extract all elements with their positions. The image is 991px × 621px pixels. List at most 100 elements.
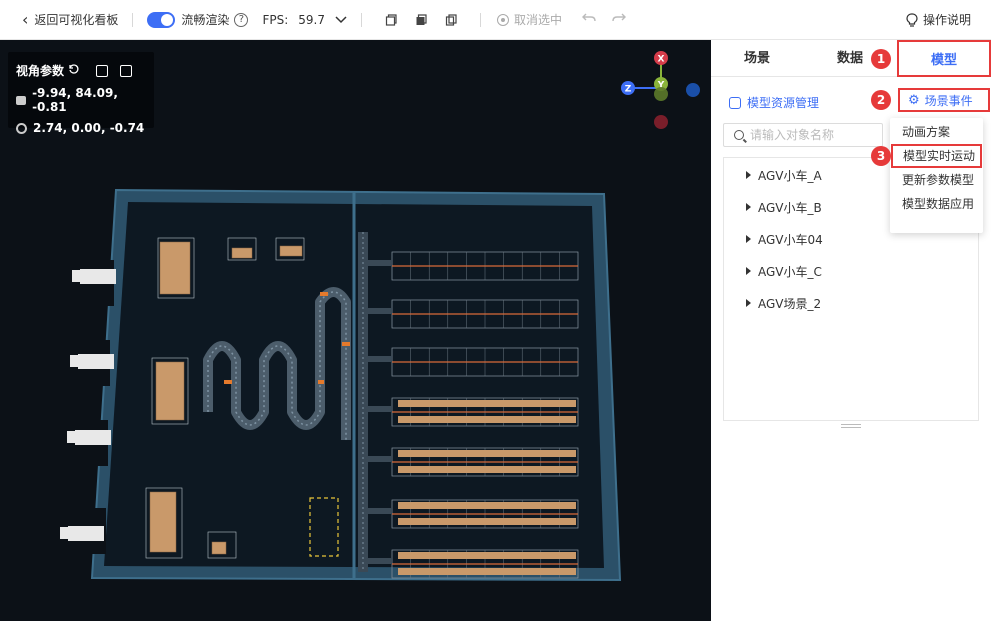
toolbar-divider xyxy=(479,12,481,27)
undo-icon[interactable] xyxy=(581,12,596,28)
rack-boxes xyxy=(398,502,576,509)
frame-outline-icon[interactable] xyxy=(384,13,398,27)
camera-params-panel: 视角参数 -9.94, 84.09, -0.81 2.74, 0.00, -0.… xyxy=(8,52,154,135)
smooth-render-label: 流畅渲染 xyxy=(181,13,230,27)
tree-item-label: AGV场景_2 xyxy=(758,296,822,311)
reset-camera-icon[interactable] xyxy=(68,63,80,78)
back-to-dashboard-button[interactable]: ‹ 返回可视化看板 xyxy=(22,11,118,28)
tree-item-label: AGV小车_B xyxy=(758,200,822,215)
step-badge-3: 3 xyxy=(871,146,891,166)
rack-boxes xyxy=(398,400,576,407)
tree-item-label: AGV小车04 xyxy=(758,232,823,247)
paste-params-icon[interactable] xyxy=(120,64,133,77)
caret-right-icon xyxy=(746,171,751,179)
tree-item-label: AGV小车_C xyxy=(758,264,822,279)
camera-icon xyxy=(16,95,27,105)
rack-boxes xyxy=(398,450,576,457)
rack-boxes xyxy=(398,518,576,525)
axis-gizmo[interactable]: X Y Z xyxy=(616,48,710,132)
rack-feed-conveyor xyxy=(368,308,392,314)
tree-item[interactable]: AGV小车04 xyxy=(746,228,823,250)
caret-right-icon xyxy=(746,235,751,243)
panel-tabs: 场景 数据 模型 xyxy=(711,40,991,77)
fps-label: FPS: xyxy=(262,12,289,27)
model-resource-button[interactable]: 模型资源管理 xyxy=(729,94,819,111)
model-cube-icon xyxy=(729,96,741,109)
x-axis-handle xyxy=(654,51,668,65)
chevron-left-icon: ‹ xyxy=(22,9,29,29)
storage-racks xyxy=(368,251,579,579)
cancel-selection-button[interactable]: 取消选中 xyxy=(496,11,562,28)
loading-zone xyxy=(309,497,339,557)
rack-feed-conveyor xyxy=(368,260,392,266)
target-icon xyxy=(496,13,509,26)
rack-boxes xyxy=(398,552,576,559)
target-icon xyxy=(16,122,27,134)
menu-item-animation-plan[interactable]: 动画方案 xyxy=(902,125,951,139)
redo-icon[interactable] xyxy=(612,12,626,28)
truck xyxy=(67,430,111,445)
rack-feed-conveyor xyxy=(368,406,392,412)
rack-boxes xyxy=(398,568,576,575)
orange-marker xyxy=(224,292,350,384)
y-axis-label: Y xyxy=(657,81,665,91)
frame-copy-icon[interactable] xyxy=(444,13,458,27)
search-input[interactable] xyxy=(750,128,870,142)
frame-solid-icon[interactable] xyxy=(414,13,428,27)
tab-model[interactable]: 模型 xyxy=(897,40,991,77)
z-axis-negative-handle xyxy=(686,83,700,97)
rack-feed-conveyor xyxy=(368,558,392,564)
x-axis-negative-handle xyxy=(654,115,668,129)
z-axis-handle xyxy=(621,81,635,95)
copy-params-icon[interactable] xyxy=(96,64,109,77)
z-axis-label: Z xyxy=(625,85,632,95)
box-stack xyxy=(149,241,303,555)
x-axis-label: X xyxy=(658,55,665,65)
camera-params-title: 视角参数 xyxy=(16,64,65,78)
y-axis-negative-handle xyxy=(654,87,668,101)
model-tree: AGV小车_A AGV小车_B AGV小车04 AGV小车_C AGV场景_2 xyxy=(723,157,979,421)
tree-item-label: AGV小车_A xyxy=(758,168,822,183)
caret-right-icon xyxy=(746,299,751,307)
rack-boxes xyxy=(398,416,576,423)
fps-dropdown-chevron-icon[interactable] xyxy=(335,13,347,27)
pallet-outline xyxy=(145,237,305,559)
operation-guide-button[interactable]: 操作说明 xyxy=(906,11,971,28)
help-icon[interactable]: ? xyxy=(234,12,249,27)
model-resource-label: 模型资源管理 xyxy=(747,96,820,110)
operation-guide-label: 操作说明 xyxy=(922,13,971,27)
truck xyxy=(70,354,114,369)
tree-item[interactable]: AGV小车_C xyxy=(746,260,822,282)
toolbar-divider xyxy=(132,12,134,27)
scene-event-label: 场景事件 xyxy=(924,93,973,108)
rack-feed-conveyor xyxy=(368,456,392,462)
camera-target-value: 2.74, 0.00, -0.74 xyxy=(33,121,145,135)
top-toolbar: ‹ 返回可视化看板 流畅渲染 ? FPS: 59.7 取消选中 操作说明 xyxy=(0,0,991,40)
serpentine-conveyor xyxy=(203,287,351,440)
lightbulb-icon xyxy=(906,12,918,27)
back-label: 返回可视化看板 xyxy=(34,13,119,27)
caret-right-icon xyxy=(746,203,751,211)
truck xyxy=(72,269,116,284)
menu-item-realtime-motion[interactable]: 模型实时运动 xyxy=(891,144,982,168)
panel-resize-handle[interactable] xyxy=(841,424,861,428)
tree-item[interactable]: AGV小车_A xyxy=(746,164,822,186)
tab-data[interactable]: 数据 xyxy=(836,51,863,66)
tree-item[interactable]: AGV小车_B xyxy=(746,196,822,218)
right-panel: 场景 数据 模型 1 模型资源管理 2 ⚙ 场景事件 AGV小车_A AGV小车… xyxy=(711,40,991,621)
scene-event-dropdown: 动画方案 模型实时运动 更新参数模型 模型数据应用 xyxy=(890,118,983,233)
3d-viewport[interactable]: 视角参数 -9.94, 84.09, -0.81 2.74, 0.00, -0.… xyxy=(0,40,711,621)
menu-item-model-data-apply[interactable]: 模型数据应用 xyxy=(902,197,975,211)
menu-item-update-param-model[interactable]: 更新参数模型 xyxy=(902,173,975,187)
smooth-render-toggle[interactable] xyxy=(147,11,176,28)
tree-item[interactable]: AGV场景_2 xyxy=(746,292,821,314)
gear-icon: ⚙ xyxy=(908,92,920,108)
search-field[interactable] xyxy=(723,123,883,147)
search-icon xyxy=(734,130,744,140)
scene-event-button[interactable]: ⚙ 场景事件 xyxy=(898,88,990,112)
truck xyxy=(60,526,104,541)
rack-feed-conveyor xyxy=(368,508,392,514)
step-badge-2: 2 xyxy=(871,90,891,110)
warehouse-scene xyxy=(60,188,622,582)
tab-scene[interactable]: 场景 xyxy=(743,51,770,66)
